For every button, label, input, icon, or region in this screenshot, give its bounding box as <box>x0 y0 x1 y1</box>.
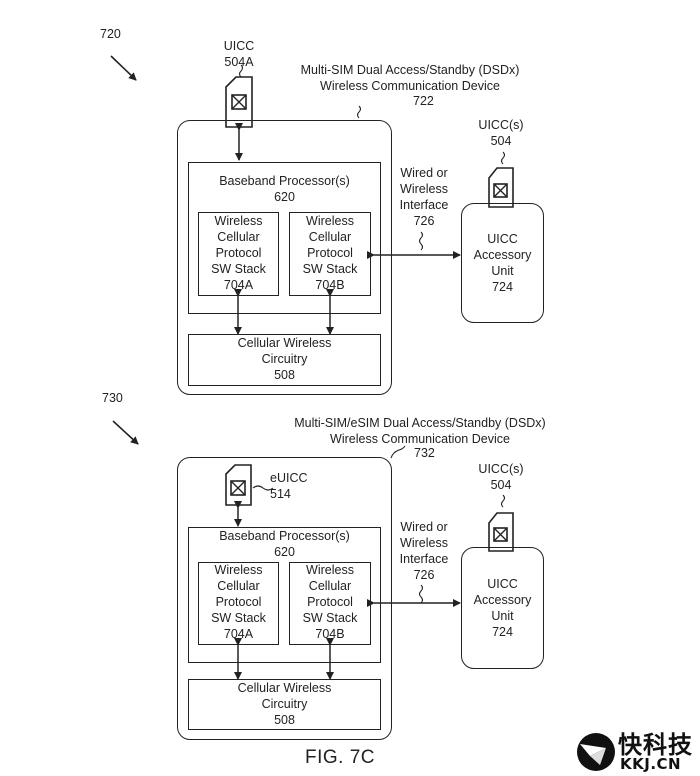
watermark: 快科技 KKJ.CN <box>574 732 696 772</box>
leader-squiggle <box>418 231 424 251</box>
device-title: Multi-SIM/eSIM Dual Access/Standby (DSDx… <box>294 416 546 446</box>
cellular-circuitry-label: Cellular Wireless Circuitry 508 <box>237 336 332 382</box>
sw-stack-704b-box <box>289 562 371 645</box>
device-ref: 722 <box>413 94 434 108</box>
leader-squiggle <box>500 151 506 165</box>
uicc-504a-label: UICC 504A <box>223 39 255 69</box>
sim-card-icon <box>488 167 514 208</box>
sw-stack-704b-label: Wireless Cellular Protocol SW Stack 704B <box>302 214 358 292</box>
accessory-uicc-label: UICC(s) 504 <box>478 118 524 148</box>
uicc-accessory-unit-label: UICC Accessory Unit 724 <box>473 577 532 639</box>
sw-stack-704b-label: Wireless Cellular Protocol SW Stack 704B <box>302 563 358 641</box>
leader-squiggle <box>252 485 274 491</box>
leader-squiggle <box>356 105 362 119</box>
watermark-cn-text: 快科技 <box>618 731 693 759</box>
pointer-arrow-730 <box>112 420 139 445</box>
figure-caption: FIG. 7C <box>305 747 376 768</box>
figure-ref-label: 720 <box>100 27 121 41</box>
leader-squiggle <box>390 445 406 459</box>
sw-stack-704a-label: Wireless Cellular Protocol SW Stack 704A <box>211 563 266 641</box>
sw-stack-704a-box <box>198 212 279 296</box>
baseband-processor-box <box>188 527 381 663</box>
leader-squiggle <box>238 64 244 78</box>
euicc-514-label: eUICC 514 <box>270 471 308 501</box>
accessory-uicc-label: UICC(s) 504 <box>478 462 524 492</box>
sim-card-icon <box>488 512 514 552</box>
watermark-en-text: KKJ.CN <box>620 755 682 773</box>
sim-card-icon <box>225 76 253 128</box>
uicc-accessory-unit-box <box>461 203 544 323</box>
baseband-processor-label: Baseband Processor(s) 620 <box>219 174 350 204</box>
uicc-accessory-unit-box <box>461 547 544 669</box>
sw-stack-704a-label: Wireless Cellular Protocol SW Stack 704A <box>211 214 266 292</box>
cellular-circuitry-box <box>188 334 381 386</box>
sw-stack-704a-box <box>198 562 279 645</box>
cellular-circuitry-label: Cellular Wireless Circuitry 508 <box>237 681 332 727</box>
watermark-logo-icon <box>577 733 615 771</box>
esim-chip-icon <box>225 464 252 506</box>
device-box <box>177 457 392 740</box>
leader-squiggle <box>418 584 424 604</box>
baseband-processor-box <box>188 162 381 314</box>
device-ref: 732 <box>414 446 435 460</box>
sw-stack-704b-box <box>289 212 371 296</box>
leader-squiggle <box>500 494 506 508</box>
interface-label: Wired or Wireless Interface 726 <box>399 520 449 582</box>
cellular-circuitry-box <box>188 679 381 730</box>
uicc-accessory-unit-label: UICC Accessory Unit 724 <box>473 232 532 294</box>
figure-ref-label: 730 <box>102 391 123 405</box>
interface-label: Wired or Wireless Interface 726 <box>399 166 449 228</box>
device-title: Multi-SIM Dual Access/Standby (DSDx) Wir… <box>300 63 520 93</box>
device-box <box>177 120 392 395</box>
baseband-processor-label: Baseband Processor(s) 620 <box>219 529 350 559</box>
pointer-arrow-720 <box>110 55 137 81</box>
